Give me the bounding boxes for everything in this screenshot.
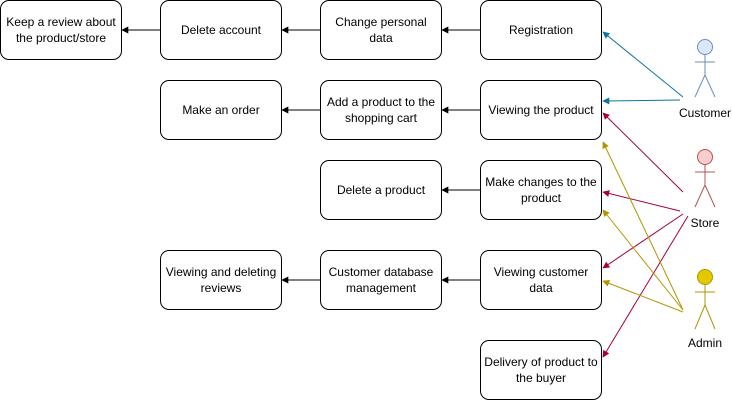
use-case-make-order-label: Make an order bbox=[182, 103, 260, 117]
edge-store-viewing-product bbox=[602, 112, 684, 193]
edge-admin-viewing-product bbox=[602, 141, 684, 311]
store-edges bbox=[602, 112, 689, 358]
use-case-viewing-deleting-reviews[interactable]: Viewing and deleting reviews bbox=[160, 250, 282, 310]
use-case-delete-product[interactable]: Delete a product bbox=[320, 160, 442, 220]
use-case-make-changes-product[interactable]: Make changes to the product bbox=[480, 160, 602, 220]
edge-admin-make-changes bbox=[602, 209, 684, 311]
admin-edges bbox=[602, 141, 684, 313]
edge-store-delivery bbox=[602, 215, 689, 358]
use-case-delete-product-label: Delete a product bbox=[336, 183, 426, 197]
use-case-viewing-customer-data[interactable]: Viewing customer data bbox=[480, 250, 602, 310]
use-case-make-changes-product-label: Make changes to the product bbox=[485, 175, 597, 205]
use-case-registration[interactable]: Registration bbox=[480, 0, 602, 60]
use-case-change-personal-data[interactable]: Change personal data bbox=[320, 0, 442, 60]
use-case-make-order[interactable]: Make an order bbox=[160, 80, 282, 140]
customer-actor-icon bbox=[694, 39, 716, 98]
edge-customer-registration bbox=[602, 31, 684, 98]
use-case-viewing-deleting-reviews-label: Viewing and deleting reviews bbox=[165, 265, 277, 295]
use-case-customer-db-mgmt[interactable]: Customer database management bbox=[320, 250, 442, 310]
use-case-add-to-cart[interactable]: Add a product to the shopping cart bbox=[320, 80, 442, 140]
edge-admin-viewing-customer bbox=[602, 280, 684, 313]
use-case-delete-account[interactable]: Delete account bbox=[160, 0, 282, 60]
use-case-change-personal-data-label: Change personal data bbox=[335, 15, 427, 45]
admin-actor-label: Admin bbox=[687, 336, 722, 350]
edge-store-viewing-customer bbox=[602, 213, 684, 269]
use-case-viewing-customer-data-label: Viewing customer data bbox=[493, 265, 589, 295]
customer-edges bbox=[602, 31, 684, 105]
flow-arrows bbox=[121, 26, 480, 284]
use-case-delivery-label: Delivery of product to the buyer bbox=[484, 355, 598, 385]
customer-actor-label: Customer bbox=[678, 106, 731, 120]
use-case-registration-label: Registration bbox=[508, 23, 574, 37]
use-case-viewing-product[interactable]: Viewing the product bbox=[480, 80, 602, 140]
use-case-delivery[interactable]: Delivery of product to the buyer bbox=[480, 340, 602, 400]
edge-customer-viewing-product bbox=[602, 97, 681, 105]
edge-store-make-changes bbox=[602, 190, 681, 212]
admin-actor-icon bbox=[694, 269, 716, 330]
use-case-customer-db-mgmt-label: Customer database management bbox=[328, 265, 434, 295]
use-case-keep-review-label: Keep a review about the product/store bbox=[6, 15, 116, 45]
use-case-delete-account-label: Delete account bbox=[180, 23, 262, 37]
use-case-add-to-cart-label: Add a product to the shopping cart bbox=[326, 95, 436, 125]
use-case-viewing-product-label: Viewing the product bbox=[488, 103, 594, 117]
store-actor-icon bbox=[694, 149, 716, 208]
store-actor-label: Store bbox=[690, 216, 720, 230]
use-case-keep-review[interactable]: Keep a review about the product/store bbox=[0, 0, 122, 60]
